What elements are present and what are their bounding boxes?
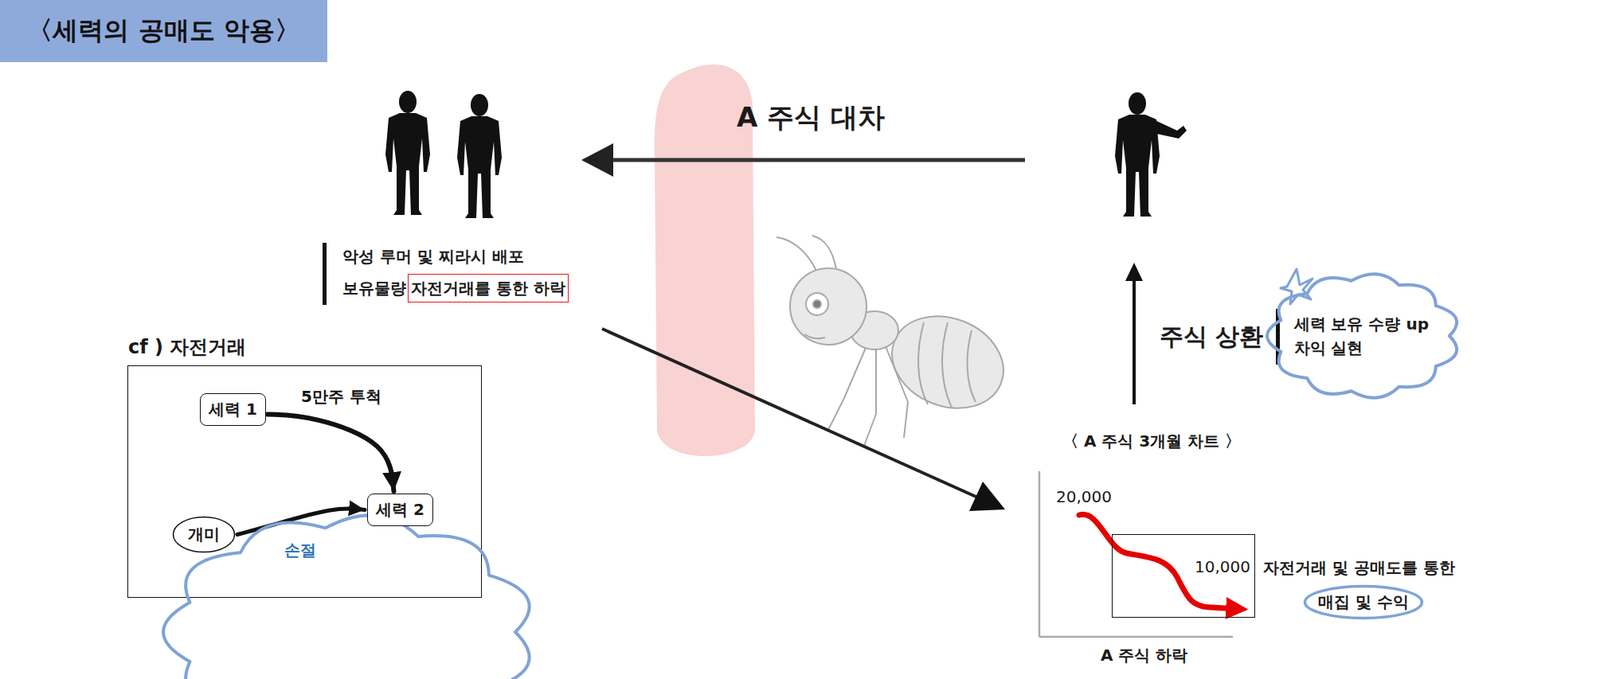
note-bar xyxy=(322,242,327,306)
node-text: 세력 1 xyxy=(208,399,258,421)
note-text: 자전거래 및 공매도를 통한 xyxy=(1263,557,1456,579)
edge-label: 5만주 투척 xyxy=(299,386,384,408)
drop-arrow xyxy=(969,481,1006,512)
ant-sketch xyxy=(942,322,952,408)
ant-sketch xyxy=(813,300,822,309)
node-text: 매집 및 수익 xyxy=(1318,591,1409,614)
ant-sketch xyxy=(864,414,877,446)
node-text: 세력 2 xyxy=(375,499,425,521)
cloud-line xyxy=(163,515,530,679)
flow-arrow xyxy=(267,414,395,493)
repay-arrow xyxy=(1125,262,1143,282)
ant-sketch xyxy=(805,293,829,316)
node-text: 악성 루머 및 찌라시 배포 xyxy=(342,240,569,273)
actor-note: 악성 루머 및 찌라시 배포보유물량자전거래를 통한 하락 xyxy=(342,240,569,305)
arrow-label: 주식 상환 xyxy=(1159,320,1264,354)
chart-title: 〈 A 주식 3개월 차트 〉 xyxy=(1062,430,1241,453)
lender-silhouette xyxy=(1114,92,1160,217)
node-text: 자전거래를 통한 하락 xyxy=(410,274,566,302)
ellipse-line xyxy=(173,517,235,553)
node-text: 세력 보유 수량 up 차익 실현 xyxy=(1294,312,1434,360)
lending-arrow xyxy=(609,158,1025,163)
repay-arrow xyxy=(1125,262,1143,405)
ant-sketch xyxy=(875,346,877,415)
price-label: 20,000 xyxy=(1056,487,1112,507)
ant-sketch xyxy=(903,402,908,439)
node-text: 10,000 xyxy=(1193,557,1252,577)
ant-sketch xyxy=(776,237,817,271)
person-silhouette xyxy=(457,93,502,219)
ant-sketch xyxy=(844,342,869,399)
ant-sketch xyxy=(878,300,1018,425)
lending-arrow xyxy=(581,143,1025,177)
ant-sketch xyxy=(812,235,837,270)
cloud-line xyxy=(1267,273,1457,399)
chart-highlight-box: 10,000 xyxy=(1111,534,1256,619)
lending-arrow xyxy=(581,143,614,177)
thought-cloud: 세력 보유 수량 up 차익 실현 xyxy=(1266,269,1461,403)
ant-sketch xyxy=(967,330,976,403)
ant-sketch xyxy=(790,268,867,345)
party-ellipse: 개미 xyxy=(172,516,236,554)
chart-axis xyxy=(1039,636,1233,639)
drop-arrow xyxy=(602,328,1006,512)
title: 〈세력의 공매도 악용〉 xyxy=(27,13,300,49)
chart-axis xyxy=(1038,471,1041,638)
ant-sketch xyxy=(804,334,826,339)
drop-arrow xyxy=(602,328,980,499)
person-silhouette xyxy=(385,90,431,216)
arrow-label: A 주식 대차 xyxy=(736,99,885,137)
text-row: 보유물량자전거래를 통한 하락 xyxy=(342,272,569,305)
ant-sketch xyxy=(828,398,845,431)
lender-silhouette xyxy=(1114,92,1187,217)
party-box: 세력 2 xyxy=(367,493,434,527)
lender-silhouette xyxy=(1153,119,1187,139)
frame-heading: cf ) 자전거래 xyxy=(128,334,247,360)
title-band: 〈세력의 공매도 악용〉 xyxy=(0,0,328,63)
party-box: 세력 1 xyxy=(199,393,267,427)
ant-sketch xyxy=(918,322,928,405)
node-text: 개미 xyxy=(187,524,220,546)
axis-caption: A 주식 하락 xyxy=(1100,645,1188,667)
edge-label: 손절 xyxy=(282,539,318,562)
ant-sketch xyxy=(776,235,1018,446)
repay-arrow xyxy=(1132,278,1136,405)
result-ellipse: 매집 및 수익 xyxy=(1302,583,1425,622)
cloud-outline xyxy=(1266,269,1461,403)
ellipse-line xyxy=(1305,586,1423,619)
node-text: 보유물량 xyxy=(342,272,407,305)
highlight-box: 자전거래를 통한 하락 xyxy=(407,273,569,303)
